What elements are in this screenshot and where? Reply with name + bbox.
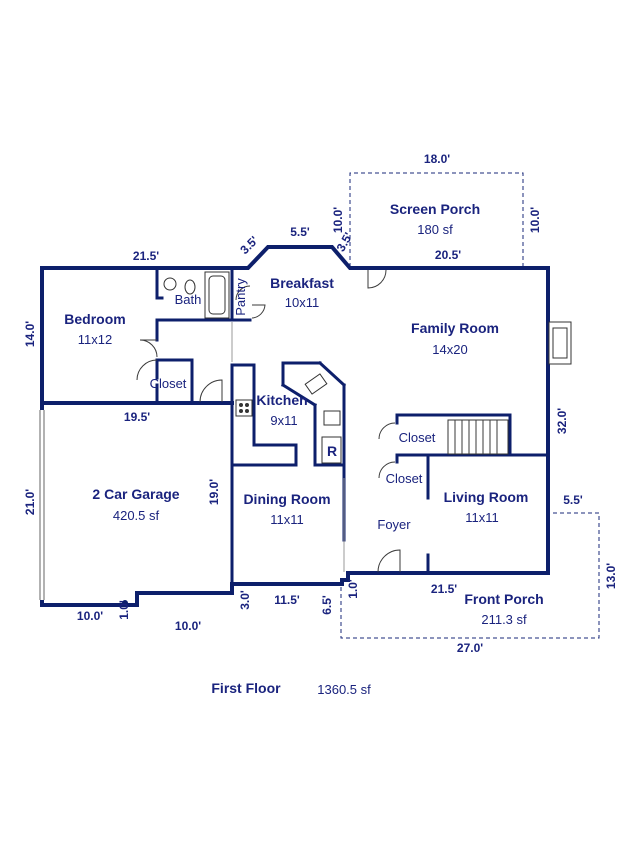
dim-bedroom-depth: 14.0' xyxy=(23,321,37,347)
dim-top-right: 20.5' xyxy=(435,248,461,262)
room-living-size: 11x11 xyxy=(465,510,499,525)
dim-dining-jog: 3.0' xyxy=(238,590,252,610)
room-family-size: 14x20 xyxy=(432,342,467,357)
dim-right-wall: 32.0' xyxy=(555,408,569,434)
dim-garage-right: 19.0' xyxy=(207,479,221,505)
room-bedroom-name: Bedroom xyxy=(64,311,125,327)
room-family-name: Family Room xyxy=(411,320,499,336)
dim-screen-porch-width: 18.0' xyxy=(424,152,450,166)
room-garage-size: 420.5 sf xyxy=(113,508,160,523)
room-dining-size: 11x11 xyxy=(270,512,304,527)
floor-area: 1360.5 sf xyxy=(317,682,371,697)
room-garage-name: 2 Car Garage xyxy=(92,486,179,502)
room-screen-porch-size: 180 sf xyxy=(417,222,453,237)
front-porch-outline xyxy=(340,512,600,639)
room-foyer-name: Foyer xyxy=(377,517,411,532)
stairs xyxy=(447,419,509,455)
dim-foyer-jog-left: 6.5' xyxy=(320,595,334,615)
dim-front-wall: 21.5' xyxy=(431,582,457,596)
room-refrigerator-label: R xyxy=(327,443,337,459)
dim-garage-depth: 21.0' xyxy=(23,489,37,515)
dim-garage-bottom-left: 10.0' xyxy=(77,609,103,623)
kitchen-fixtures xyxy=(235,373,342,464)
room-dining-name: Dining Room xyxy=(243,491,330,507)
room-closet-a-name: Closet xyxy=(399,430,436,445)
room-kitchen-size: 9x11 xyxy=(270,413,297,428)
room-front-porch-name: Front Porch xyxy=(464,591,543,607)
room-front-porch-size: 211.3 sf xyxy=(481,612,527,627)
door-swings xyxy=(136,269,401,573)
dim-bay-left: 3.5' xyxy=(237,233,261,257)
dim-front-porch-depth: 13.0' xyxy=(604,563,618,589)
dim-garage-bottom-right: 10.0' xyxy=(175,619,201,633)
dim-garage-top: 19.5' xyxy=(124,410,150,424)
room-bath-name: Bath xyxy=(175,292,202,307)
dim-dining-bottom: 11.5' xyxy=(274,593,300,607)
room-kitchen-name: Kitchen xyxy=(256,392,307,408)
room-screen-porch-name: Screen Porch xyxy=(390,201,480,217)
dim-screen-porch-right: 10.0' xyxy=(528,207,542,233)
dim-foyer-jog: 1.0' xyxy=(346,579,360,599)
fireplace-icon xyxy=(548,321,572,365)
room-pantry-name: Pantry xyxy=(233,278,248,316)
dim-screen-porch-left: 10.0' xyxy=(331,207,345,233)
floor-title: First Floor xyxy=(211,680,281,696)
dim-garage-step: 1.0' xyxy=(117,600,131,620)
room-bedroom-size: 11x12 xyxy=(78,332,112,347)
room-breakfast-name: Breakfast xyxy=(270,275,334,291)
room-closet-b-name: Closet xyxy=(386,471,423,486)
room-living-name: Living Room xyxy=(444,489,529,505)
bath-fixtures xyxy=(163,271,230,319)
room-closet-bedroom-name: Closet xyxy=(150,376,187,391)
dim-front-porch-width: 27.0' xyxy=(457,641,483,655)
garage-post xyxy=(122,600,128,606)
dim-front-porch-offset: 5.5' xyxy=(563,493,583,507)
room-breakfast-size: 10x11 xyxy=(285,295,319,310)
dim-bay-top: 5.5' xyxy=(290,225,310,239)
dim-top-left: 21.5' xyxy=(133,249,159,263)
